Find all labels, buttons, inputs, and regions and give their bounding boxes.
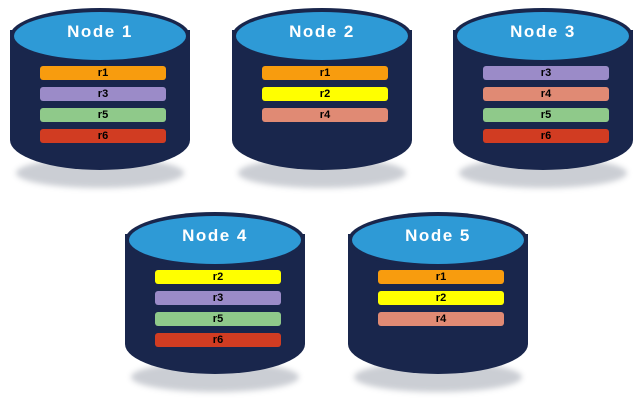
cylinder-top-face <box>236 12 408 60</box>
record-list: r1 r2 r4 <box>378 270 504 326</box>
cylinder-top-face <box>14 12 186 60</box>
record-bar[interactable]: r4 <box>262 108 388 122</box>
record-bar[interactable]: r1 <box>40 66 166 80</box>
record-bar[interactable]: r4 <box>378 312 504 326</box>
record-bar[interactable]: r6 <box>155 333 281 347</box>
record-bar[interactable]: r1 <box>378 270 504 284</box>
node-label: Node 2 <box>289 22 355 41</box>
record-bar[interactable]: r2 <box>262 87 388 101</box>
record-bar[interactable]: r6 <box>40 129 166 143</box>
cylinder-top-face <box>352 216 524 264</box>
record-bar[interactable]: r2 <box>378 291 504 305</box>
record-bar[interactable]: r4 <box>483 87 609 101</box>
record-bar[interactable]: r6 <box>483 129 609 143</box>
record-bar[interactable]: r5 <box>155 312 281 326</box>
database-cylinder-node-2[interactable]: Node 2 r1 r2 r4 <box>232 8 412 188</box>
record-list: r2 r3 r5 r6 <box>155 270 281 347</box>
record-list: r1 r2 r4 <box>262 66 388 122</box>
record-bar[interactable]: r3 <box>155 291 281 305</box>
cylinder-top-face <box>129 216 301 264</box>
record-bar[interactable]: r5 <box>483 108 609 122</box>
database-cylinder-node-5[interactable]: Node 5 r1 r2 r4 <box>348 212 528 392</box>
record-bar[interactable]: r2 <box>155 270 281 284</box>
record-list: r1 r3 r5 r6 <box>40 66 166 143</box>
record-bar[interactable]: r3 <box>40 87 166 101</box>
database-cylinder-node-3[interactable]: Node 3 r3 r4 r5 r6 <box>453 8 633 188</box>
node-label: Node 3 <box>510 22 576 41</box>
database-cylinder-node-1[interactable]: Node 1 r1 r3 r5 r6 <box>10 8 190 188</box>
node-label: Node 4 <box>182 226 248 245</box>
record-list: r3 r4 r5 r6 <box>483 66 609 143</box>
node-label: Node 5 <box>405 226 471 245</box>
database-cylinder-node-4[interactable]: Node 4 r2 r3 r5 r6 <box>125 212 305 392</box>
node-label: Node 1 <box>67 22 133 41</box>
record-bar[interactable]: r3 <box>483 66 609 80</box>
cylinder-top-face <box>457 12 629 60</box>
record-bar[interactable]: r1 <box>262 66 388 80</box>
record-bar[interactable]: r5 <box>40 108 166 122</box>
